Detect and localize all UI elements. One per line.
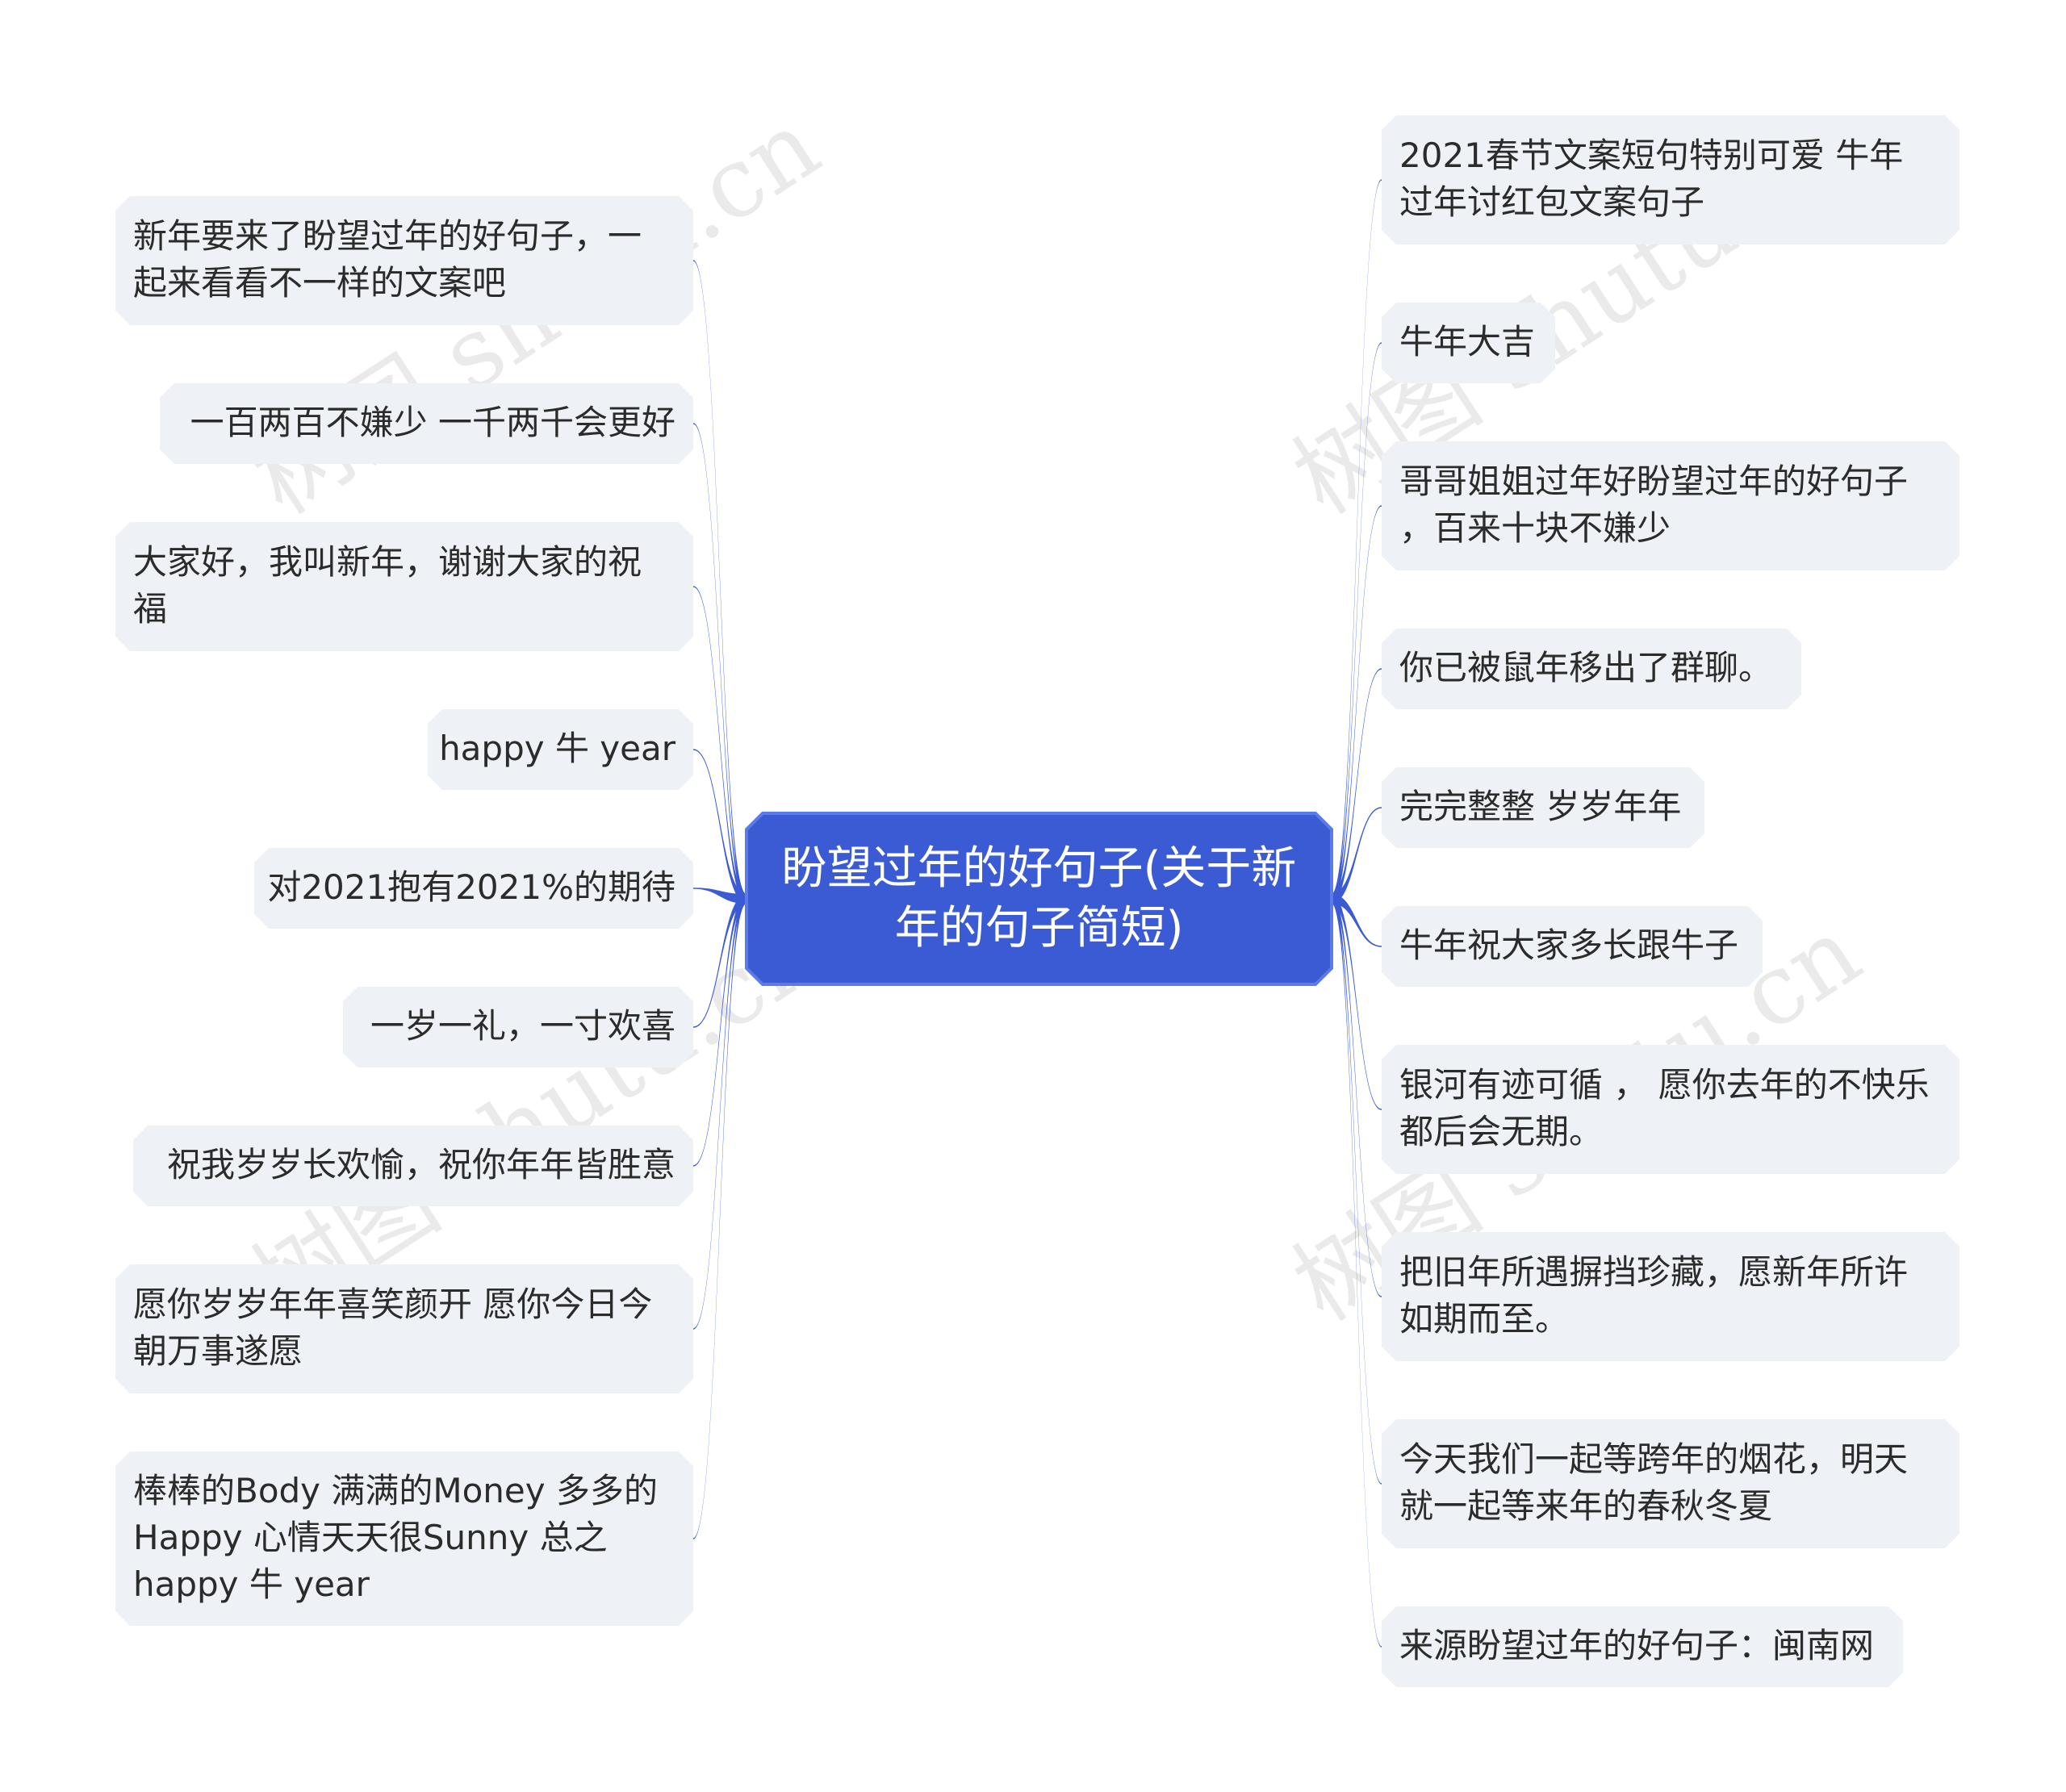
right-branch-line bbox=[1332, 894, 1382, 1297]
node-text-line: 福 bbox=[133, 589, 167, 629]
right-node-4[interactable]: 你已被鼠年移出了群聊。 bbox=[1382, 629, 1801, 709]
node-box bbox=[428, 709, 693, 790]
right-branch-line bbox=[1332, 505, 1382, 904]
right-branch-line bbox=[1332, 894, 1382, 1648]
node-box bbox=[1382, 441, 1959, 570]
right-node-2[interactable]: 牛年大吉 bbox=[1382, 303, 1555, 383]
node-text-line: 就一起等来年的春秋冬夏 bbox=[1399, 1486, 1772, 1526]
node-box bbox=[1382, 1606, 1903, 1687]
right-branch-line bbox=[1332, 894, 1382, 1110]
left-node-9[interactable]: 棒棒的Body 满满的Money 多多的 Happy 心情天天很Sunny 总之 h… bbox=[115, 1452, 693, 1626]
node-box bbox=[1382, 1232, 1959, 1361]
node-box bbox=[254, 848, 693, 929]
left-node-6[interactable]: 一岁一礼，一寸欢喜 bbox=[343, 987, 693, 1067]
node-text-line: 来源盼望过年的好句子：闽南网 bbox=[1399, 1626, 1874, 1665]
node-text-line: 起来看看不一样的文案吧 bbox=[133, 263, 506, 303]
node-text-line: 过年讨红包文案句子 bbox=[1399, 182, 1704, 222]
node-box bbox=[1382, 1419, 1959, 1548]
node-box bbox=[343, 987, 693, 1067]
node-text-line: ，百来十块不嫌少 bbox=[1399, 508, 1671, 548]
left-node-5[interactable]: 对2021抱有2021%的期待 bbox=[254, 848, 693, 929]
node-box bbox=[1382, 303, 1555, 383]
node-text-line: happy 牛 year bbox=[439, 729, 676, 768]
left-branch-line bbox=[693, 586, 747, 904]
right-branch-nodes: 2021春节文案短句特别可爱 牛年过年讨红包文案句子牛年大吉哥哥姐姐过年好盼望过… bbox=[1382, 115, 1959, 1687]
node-box bbox=[1382, 767, 1704, 848]
node-text-line: 祝我岁岁长欢愉，祝你年年皆胜意 bbox=[167, 1145, 675, 1184]
node-box bbox=[115, 522, 693, 651]
node-text-line: 都后会无期。 bbox=[1399, 1112, 1603, 1151]
right-node-6[interactable]: 牛年祝大家多长跟牛子 bbox=[1382, 906, 1763, 987]
right-branch-line bbox=[1332, 894, 1382, 947]
left-branch-line bbox=[693, 749, 747, 904]
left-node-4[interactable]: happy 牛 year bbox=[428, 709, 693, 790]
node-text-line: 对2021抱有2021%的期待 bbox=[267, 867, 675, 907]
root-title-line: 盼望过年的好句子(关于新 bbox=[782, 842, 1297, 895]
right-node-5[interactable]: 完完整整 岁岁年年 bbox=[1382, 767, 1704, 848]
node-text-line: 棒棒的Body 满满的Money 多多的 bbox=[133, 1471, 658, 1510]
root-box bbox=[745, 812, 1333, 986]
left-branch-line bbox=[693, 894, 747, 1539]
node-text-line: 牛年祝大家多长跟牛子 bbox=[1399, 925, 1738, 965]
node-text-line: 今天我们一起等跨年的烟花，明天 bbox=[1399, 1439, 1908, 1479]
left-node-7[interactable]: 祝我岁岁长欢愉，祝你年年皆胜意 bbox=[133, 1126, 693, 1206]
left-node-2[interactable]: 一百两百不嫌少 一千两千会更好 bbox=[160, 383, 693, 464]
right-branch-line bbox=[1332, 179, 1382, 904]
node-text-line: 哥哥姐姐过年好盼望过年的好句子 bbox=[1399, 462, 1908, 501]
root-title-line: 年的句子简短) bbox=[895, 902, 1184, 954]
right-node-3[interactable]: 哥哥姐姐过年好盼望过年的好句子 ，百来十块不嫌少 bbox=[1382, 441, 1959, 570]
branch-lines bbox=[693, 179, 1382, 1648]
left-branch-line bbox=[693, 888, 747, 904]
node-box bbox=[1382, 115, 1959, 244]
node-box bbox=[115, 1452, 693, 1626]
left-branch-line bbox=[693, 260, 747, 904]
left-branch-line bbox=[693, 894, 747, 1028]
node-text-line: 银河有迹可循 ， 愿你去年的不快乐 bbox=[1399, 1065, 1930, 1105]
right-branch-line bbox=[1332, 342, 1382, 904]
node-box bbox=[115, 1264, 693, 1393]
node-box bbox=[1382, 1045, 1959, 1174]
node-box bbox=[133, 1126, 693, 1206]
node-text-line: 新年要来了盼望过年的好句子，一 bbox=[133, 216, 642, 256]
node-text-line: 如期而至。 bbox=[1399, 1299, 1569, 1339]
right-branch-line bbox=[1332, 668, 1382, 904]
node-box bbox=[1382, 629, 1801, 709]
node-text-line: Happy 心情天天很Sunny 总之 bbox=[133, 1518, 608, 1557]
right-node-10[interactable]: 来源盼望过年的好句子：闽南网 bbox=[1382, 1606, 1903, 1687]
left-branch-line bbox=[693, 894, 747, 1330]
node-text-line: 牛年大吉 bbox=[1399, 322, 1535, 361]
right-branch-line bbox=[1332, 807, 1382, 904]
node-text-line: 你已被鼠年移出了群聊。 bbox=[1399, 648, 1772, 687]
node-text-line: 愿你岁岁年年喜笑颜开 愿你今日今 bbox=[133, 1284, 652, 1324]
node-text-line: happy 牛 year bbox=[133, 1564, 370, 1604]
node-box bbox=[1382, 906, 1763, 987]
right-branch-line bbox=[1332, 894, 1382, 1485]
left-branch-line bbox=[693, 894, 747, 1167]
node-text-line: 完完整整 岁岁年年 bbox=[1399, 787, 1681, 826]
node-text-line: 一岁一礼，一寸欢喜 bbox=[370, 1006, 675, 1046]
node-box bbox=[115, 196, 693, 325]
node-text-line: 大家好，我叫新年，谢谢大家的祝 bbox=[133, 542, 642, 582]
node-text-line: 朝万事遂愿 bbox=[133, 1331, 303, 1371]
node-box bbox=[160, 383, 693, 464]
node-text-line: 把旧年所遇摒挡珍藏，愿新年所许 bbox=[1399, 1252, 1908, 1292]
node-text-line: 2021春节文案短句特别可爱 牛年 bbox=[1399, 136, 1903, 175]
node-text-line: 一百两百不嫌少 一千两千会更好 bbox=[190, 403, 675, 442]
left-branch-line bbox=[693, 423, 747, 904]
